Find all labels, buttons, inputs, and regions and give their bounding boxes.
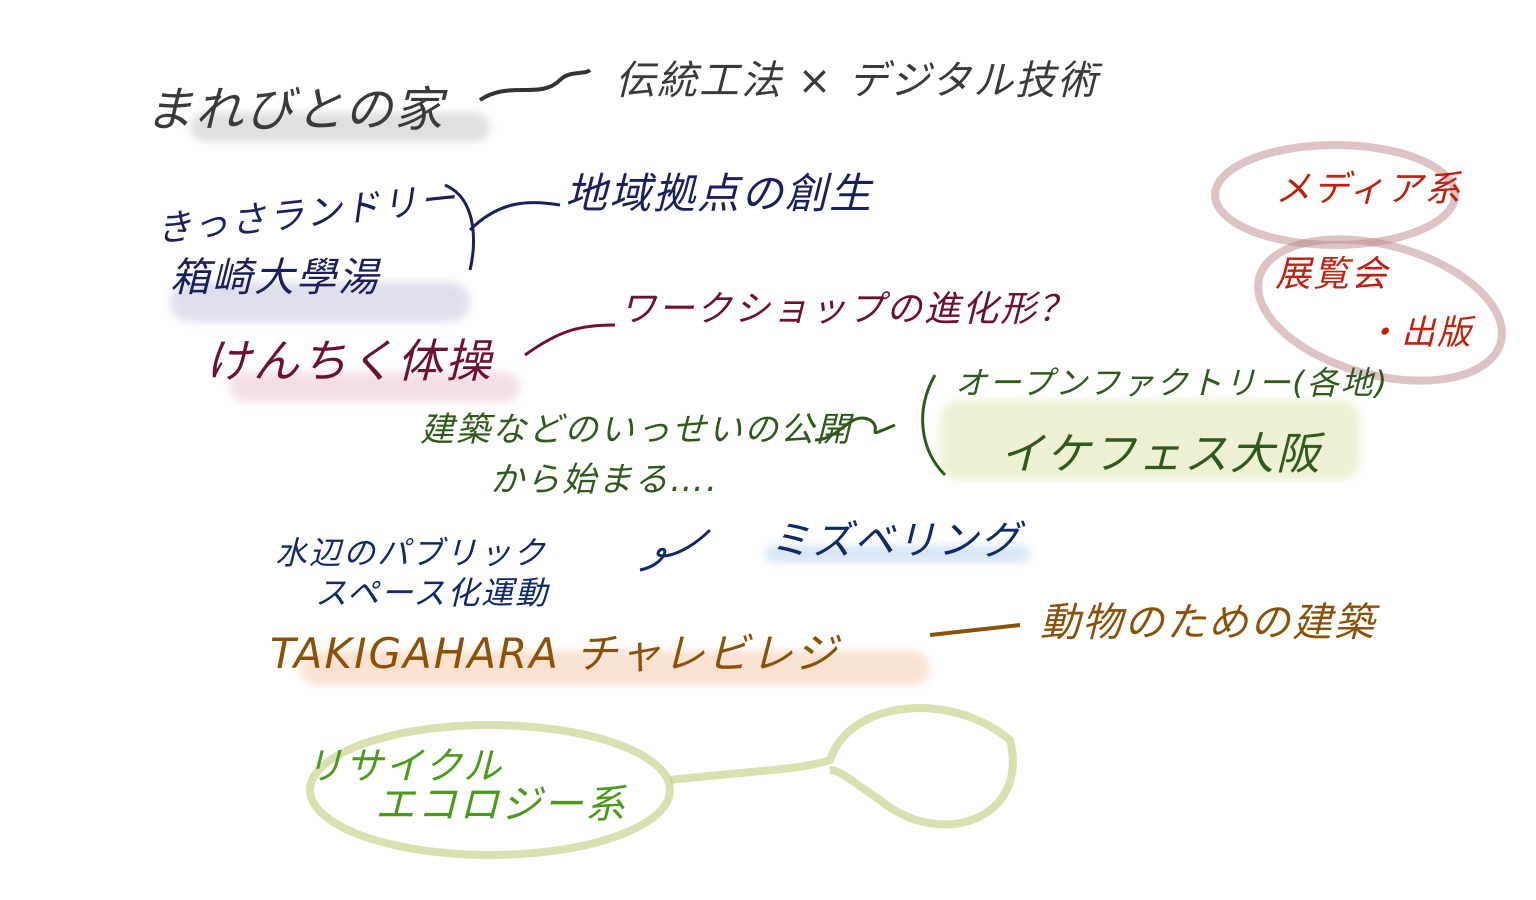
loop-recycle [669,703,1017,829]
highlight-kissa [170,282,470,322]
node-recycle-1: リサイクル [305,744,504,788]
highlight-takigahara [300,650,930,686]
ellipse-media [1211,141,1459,249]
node-recycle-2: エコロジー系 [375,782,627,828]
node-mizube-1: 水辺のパブリック [275,534,548,572]
connector-takigahara [929,623,1021,637]
node-marebito-desc: 伝統工法 × デジタル技術 [615,58,1100,104]
ellipse-exhibition [1254,235,1506,385]
node-kissa-desc: 地域拠点の創生 [565,169,874,218]
connector-kissa [468,201,561,232]
bracket-openfactory [921,374,947,477]
ellipse-recycle [306,721,674,859]
connector-kokai [814,416,896,442]
node-hakozaki: 箱崎大學湯 [170,255,380,301]
connector-marebito [478,68,592,102]
node-kokai-1: 建築などのいっせいの公開 [420,410,852,450]
node-publishing: ・出版 [1365,313,1473,353]
node-media: メディア系 [1275,169,1463,210]
node-kenchiku-desc: ワークショップの進化形？ [620,289,1077,330]
node-marebito: まれびとの家 [145,82,445,138]
node-kokai-2: から始まる…. [490,460,719,500]
node-mizbering: ミズベリング [770,518,1022,564]
node-ikefes: イケフェス大阪 [1000,429,1322,480]
connector-kenchiku [524,323,616,357]
connector-mizube [639,528,712,572]
node-mizube-2: スペース化運動 [315,574,550,612]
node-exhibition: 展覧会 [1275,254,1390,295]
node-openfactory: オープンファクトリー(各地) [955,364,1390,402]
highlight-kenchiku [230,372,520,402]
highlight-mizbering [765,545,1030,563]
node-takigahara-desc: 動物のための建築 [1040,600,1376,646]
node-kenchiku: けんちく体操 [205,334,493,388]
highlight-openfactory [940,400,1360,480]
node-takigahara: TAKIGAHARA チャレビレジ [270,629,839,678]
highlight-marebito [190,112,490,142]
